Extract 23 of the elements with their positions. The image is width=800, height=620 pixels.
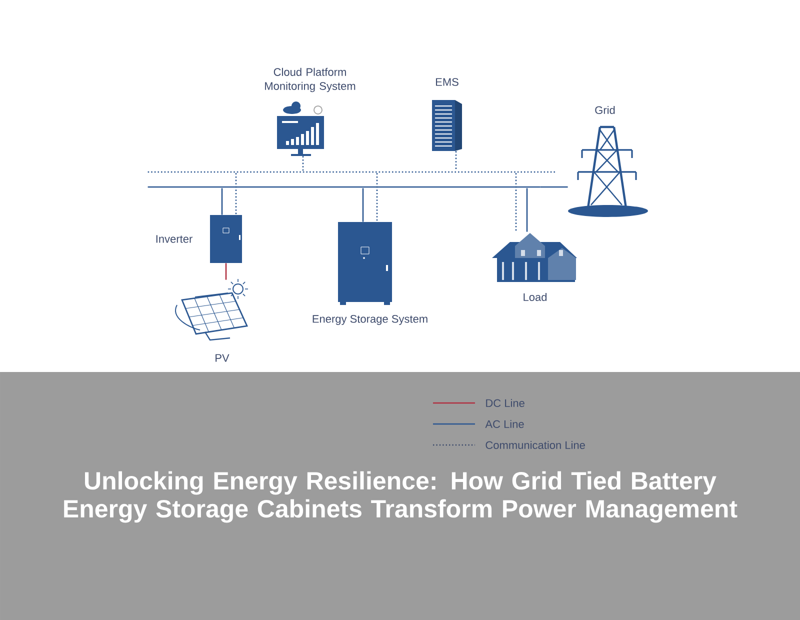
component-label: Load [524, 292, 547, 302]
component-label: EMS [436, 78, 458, 86]
connector-line [515, 173, 517, 232]
component-label: Energy Storage System [312, 315, 428, 325]
component-label: Cloud Platform Monitoring System [265, 68, 356, 92]
connector-line [302, 156, 304, 171]
legend-label: Communication Line [486, 440, 585, 450]
connector-line [235, 173, 237, 215]
connector-line [376, 173, 378, 222]
connector-line [221, 188, 223, 215]
component-label: Grid [595, 106, 615, 114]
bus-line [148, 186, 540, 188]
connector-line [225, 263, 227, 280]
connector-line [362, 188, 364, 222]
component-label: PV [216, 354, 230, 362]
connector-line [526, 188, 528, 232]
title: Unlocking Energy Resilience: How Grid Tied Battery Energy Storage Cabinets Transform Power Management [64, 471, 738, 523]
component-label: Inverter [156, 235, 192, 243]
legend-label: AC Line [485, 420, 524, 428]
bus-line [148, 171, 556, 173]
connector-line [540, 186, 568, 188]
connector-line [455, 151, 457, 171]
legend-label: DC Line [486, 398, 524, 408]
